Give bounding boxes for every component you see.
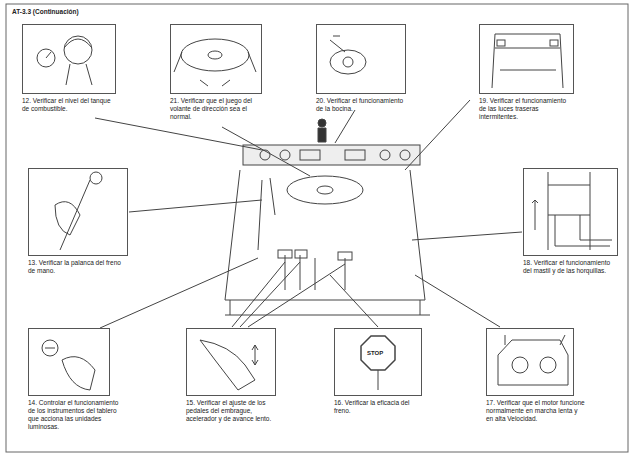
step-panel: 21. Verificar que el juego del volante d… [170, 24, 262, 121]
panel-frame [28, 168, 128, 256]
step-panel: 19. Verificar el funcionamiento de las l… [479, 24, 574, 121]
panel-frame [479, 24, 574, 94]
step-panel: 14. Controlar el funcionamiento de los i… [28, 328, 120, 431]
step-panel: 16. Verificar la eficacia del freno. [334, 328, 422, 415]
step-panel: 12. Verificar el nivel del tanque de com… [22, 24, 116, 113]
page-title: AT-3.3 (Continuación) [12, 8, 79, 15]
step-caption: 12. Verificar el nivel del tanque de com… [22, 97, 116, 113]
step-caption: 17. Verificar que el motor funcione norm… [486, 399, 586, 423]
step-caption: 21. Verificar que el juego del volante d… [170, 97, 262, 121]
step-caption: 19. Verificar el funcionamiento de las l… [479, 97, 574, 121]
step-caption: 20. Verificar el funcionamiento de la bo… [316, 97, 406, 113]
sign-text: STOP [367, 350, 383, 356]
step-panel: 17. Verificar que el motor funcione norm… [486, 328, 586, 423]
step-caption: 16. Verificar la eficacia del freno. [334, 399, 422, 415]
panel-frame [523, 168, 618, 256]
step-panel: 18. Verificar el funcionamiento del mast… [523, 168, 618, 275]
panel-frame [334, 328, 422, 396]
step-panel: 15. Verificar el ajuste de los pedales d… [186, 328, 276, 423]
step-panel: 13. Verificar la palanca del freno de ma… [28, 168, 128, 275]
panel-frame [170, 24, 262, 94]
panel-frame [486, 328, 574, 396]
step-caption: 13. Verificar la palanca del freno de ma… [28, 259, 128, 275]
step-panel: 20. Verificar el funcionamiento de la bo… [316, 24, 406, 113]
step-caption: 14. Controlar el funcionamiento de los i… [28, 399, 120, 431]
panel-frame [28, 328, 110, 396]
panel-frame [22, 24, 116, 94]
panel-frame [186, 328, 276, 396]
step-caption: 18. Verificar el funcionamiento del mast… [523, 259, 618, 275]
panel-frame [316, 24, 406, 94]
step-caption: 15. Verificar el ajuste de los pedales d… [186, 399, 276, 423]
